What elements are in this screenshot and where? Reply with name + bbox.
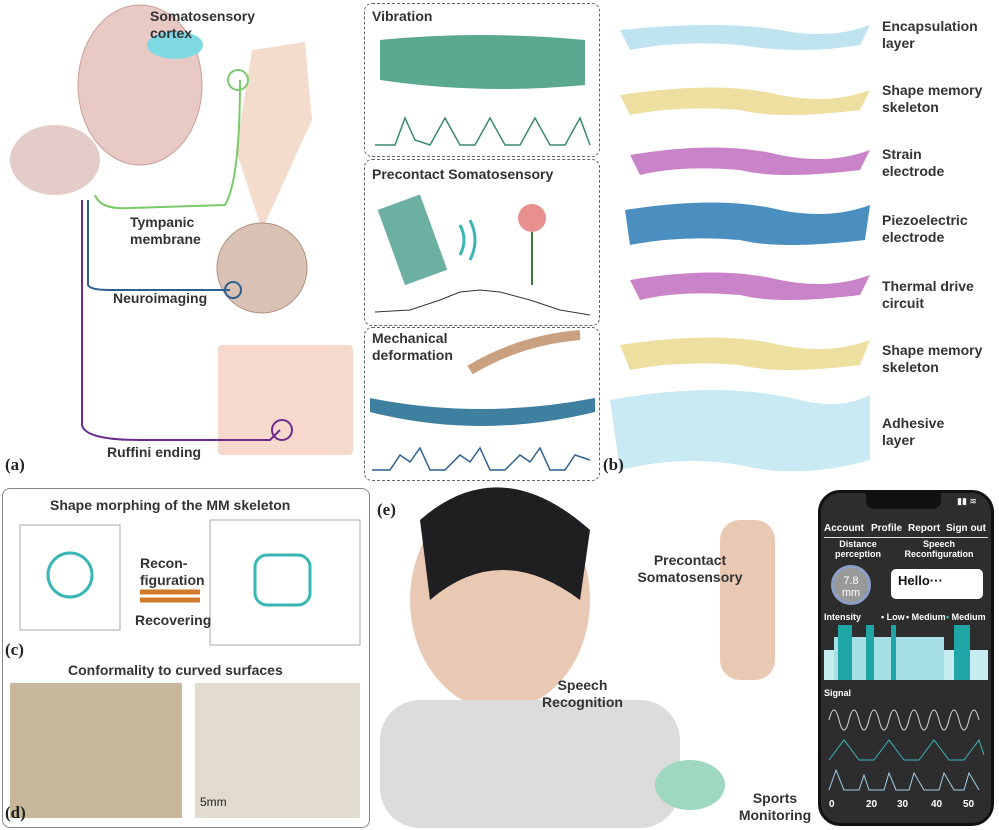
nav-report[interactable]: Report [908, 523, 941, 534]
layer-shape-memory-2 [620, 337, 870, 370]
intensity-bar [891, 625, 896, 680]
panel-a-label: (a) [5, 455, 25, 474]
photo-conformal-1 [10, 683, 182, 818]
layer-label: Shape memory skeleton [882, 342, 983, 375]
intensity-bar [834, 637, 944, 680]
ear-illustration [236, 42, 312, 230]
hand-raised [720, 520, 775, 680]
panel-c-label: (c) [5, 640, 24, 659]
sports-label: Sports Monitoring [738, 790, 812, 823]
signal-wifi-icon: ▮▮ ≋ [957, 496, 977, 506]
hand-illustration [467, 330, 581, 375]
deformation-film [370, 398, 595, 426]
speech-label: Speech Recognition [542, 677, 623, 710]
signal-wave-1 [828, 709, 980, 731]
precontact-label: Precontact Somatosensory [372, 166, 554, 182]
signal-label: Signal [824, 688, 852, 698]
skeleton-expanded [209, 519, 361, 646]
vibration-label: Vibration [372, 8, 433, 24]
mechanical-box [364, 327, 600, 481]
distance-gauge: 7.8 mm [831, 565, 871, 605]
legend-low: • Low [881, 612, 905, 622]
panel-cd-box [2, 488, 370, 828]
scale-bar: 5mm [200, 795, 227, 809]
photo-conformal-2 [195, 683, 360, 818]
layer-label: Piezoelectric electrode [882, 212, 968, 245]
intensity-label: Intensity [824, 612, 862, 622]
intensity-bar [866, 625, 874, 680]
morphing-title: Shape morphing of the MM skeleton [50, 497, 291, 513]
precontact-e-label: Precontact Somatosensory [637, 552, 743, 585]
cortex-highlight [147, 31, 203, 59]
distance-value: 7.8 [843, 575, 859, 587]
speech-text-box: Hello··· [891, 569, 983, 599]
layer-adhesive [610, 390, 870, 472]
tick: 20 [866, 799, 878, 810]
neuroimaging-label: Neuroimaging [113, 290, 208, 306]
layer-label: Shape memory skeleton [882, 82, 983, 115]
vibration-box [364, 3, 600, 157]
tick: 50 [963, 799, 975, 810]
nav-signout[interactable]: Sign out [946, 523, 986, 534]
nav-profile[interactable]: Profile [871, 523, 903, 534]
deformation-signal [372, 446, 591, 471]
layer-label: Adhesive layer [882, 415, 945, 448]
tick: 40 [931, 799, 943, 810]
sports-patch [655, 760, 725, 810]
nav-account[interactable]: Account [824, 523, 864, 534]
vibration-signal [375, 116, 591, 146]
mechanical-label: Mechanical deformation [372, 330, 453, 363]
somatosensory-cortex-label: Somatosensory cortex [150, 8, 256, 41]
panel-d-label: (d) [5, 803, 26, 822]
intensity-bar [954, 625, 970, 680]
distance-label: Distance perception [834, 539, 881, 559]
panel-b-label: (b) [603, 455, 624, 474]
rose-illustration [518, 204, 546, 232]
precontact-box [364, 159, 600, 326]
conformality-title: Conformality to curved surfaces [68, 662, 283, 678]
speech-reconfig-label: Speech Reconfiguration [904, 539, 974, 559]
sensor-patch [377, 194, 448, 286]
signal-wave-3 [828, 768, 980, 791]
tympanic-label: Tympanic membrane [130, 214, 201, 247]
vibration-film [380, 35, 585, 89]
layer-encapsulation [620, 25, 870, 50]
layer-thermal [630, 272, 870, 300]
phone-app: ▮▮ ≋ Account Profile Report Sign out Dis… [818, 490, 994, 826]
layer-piezoelectric [625, 202, 870, 245]
legend-medium-2: • Medium [946, 612, 986, 622]
phone-notch [866, 493, 941, 509]
distance-unit: mm [841, 587, 861, 599]
layer-label: Encapsulation layer [882, 18, 978, 51]
signal-wave-2 [828, 738, 985, 761]
tick: 30 [897, 799, 909, 810]
wave-icon [458, 219, 477, 261]
skeleton-compact [19, 524, 121, 631]
panel-e-label: (e) [377, 500, 396, 519]
intensity-bar [838, 625, 852, 680]
tick: 0 [829, 799, 835, 810]
layer-label: Strain electrode [882, 146, 945, 179]
layer-shape-memory [620, 87, 870, 115]
layer-label: Thermal drive circuit [882, 278, 974, 311]
recovering-label: Recovering [135, 612, 212, 628]
layer-strain [630, 147, 870, 175]
skin-illustration [218, 345, 353, 455]
legend-medium: • Medium [906, 612, 946, 622]
ruffini-label: Ruffini ending [107, 444, 202, 460]
eye-illustration [216, 222, 308, 314]
reconfig-label: Recon-figuration [140, 555, 205, 588]
phone-charts [824, 625, 988, 791]
